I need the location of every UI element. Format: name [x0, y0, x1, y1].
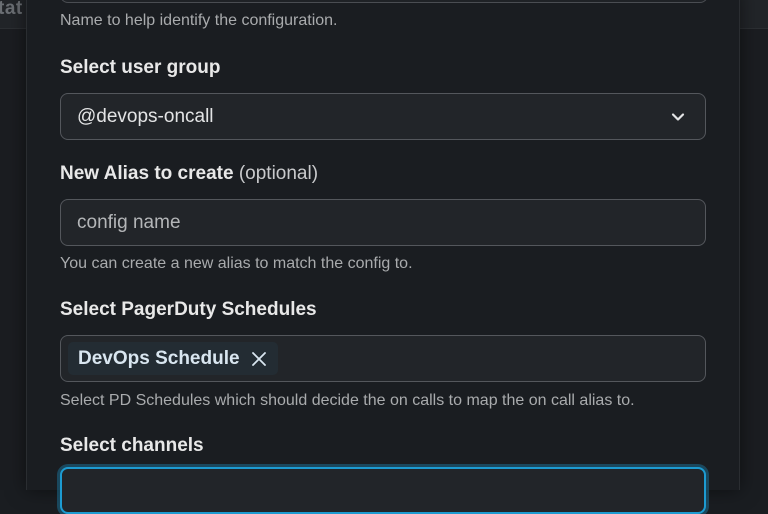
channels-select[interactable]: [60, 467, 706, 514]
user-group-label: Select user group: [60, 57, 221, 78]
user-group-select[interactable]: @devops-oncall: [60, 93, 706, 140]
alias-input[interactable]: config name: [60, 199, 706, 246]
schedule-chip: DevOps Schedule: [68, 342, 278, 375]
schedule-chip-label: DevOps Schedule: [78, 347, 240, 369]
background-text-fragment: tat: [0, 0, 23, 19]
schedules-hint: Select PD Schedules which should decide …: [60, 392, 635, 409]
configuration-name-input[interactable]: [60, 0, 708, 3]
schedules-multiselect[interactable]: DevOps Schedule: [60, 335, 706, 382]
alias-label: New Alias to create (optional): [60, 163, 318, 185]
close-icon[interactable]: [250, 350, 268, 368]
user-group-value: @devops-oncall: [77, 106, 214, 127]
alias-hint: You can create a new alias to match the …: [60, 255, 413, 272]
channels-label: Select channels: [60, 435, 204, 456]
configuration-modal: Name to help identify the configuration.…: [26, 0, 740, 514]
alias-label-text: New Alias to create: [60, 163, 234, 184]
alias-optional-tag: (optional): [238, 163, 319, 184]
chevron-down-icon: [671, 113, 685, 121]
name-hint: Name to help identify the configuration.: [60, 12, 338, 29]
alias-placeholder: config name: [77, 212, 181, 233]
schedules-label: Select PagerDuty Schedules: [60, 299, 317, 320]
